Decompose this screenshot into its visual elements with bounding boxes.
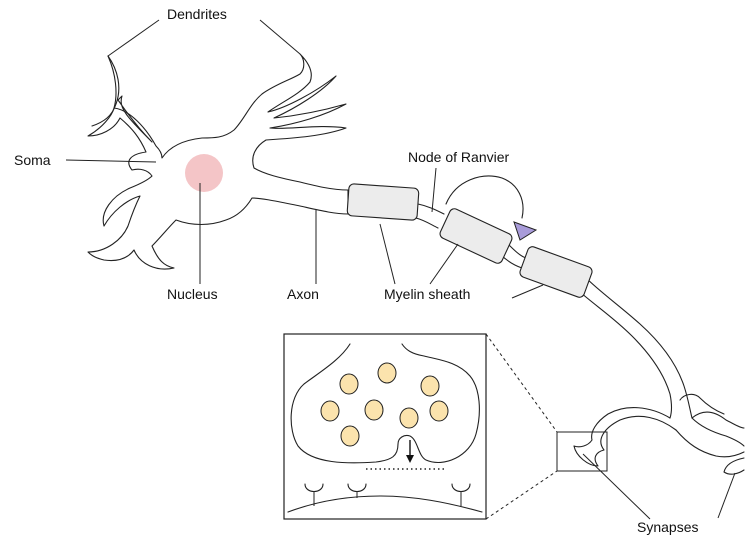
synapse-inset — [284, 334, 486, 519]
label-soma: Soma — [14, 152, 51, 168]
nucleus — [185, 154, 223, 192]
zoom-connector-top — [486, 334, 557, 432]
arrowhead-icon — [514, 222, 536, 240]
zoom-connector-bottom — [486, 471, 557, 519]
label-axon: Axon — [287, 286, 319, 302]
label-node-of-ranvier: Node of Ranvier — [408, 149, 510, 165]
label-synapses: Synapses — [637, 519, 698, 535]
label-nucleus: Nucleus — [167, 286, 218, 302]
myelin-sheath-1 — [347, 184, 419, 221]
axon-terminals — [574, 394, 744, 474]
label-dendrites: Dendrites — [167, 6, 227, 22]
label-myelin-sheath: Myelin sheath — [384, 286, 470, 302]
